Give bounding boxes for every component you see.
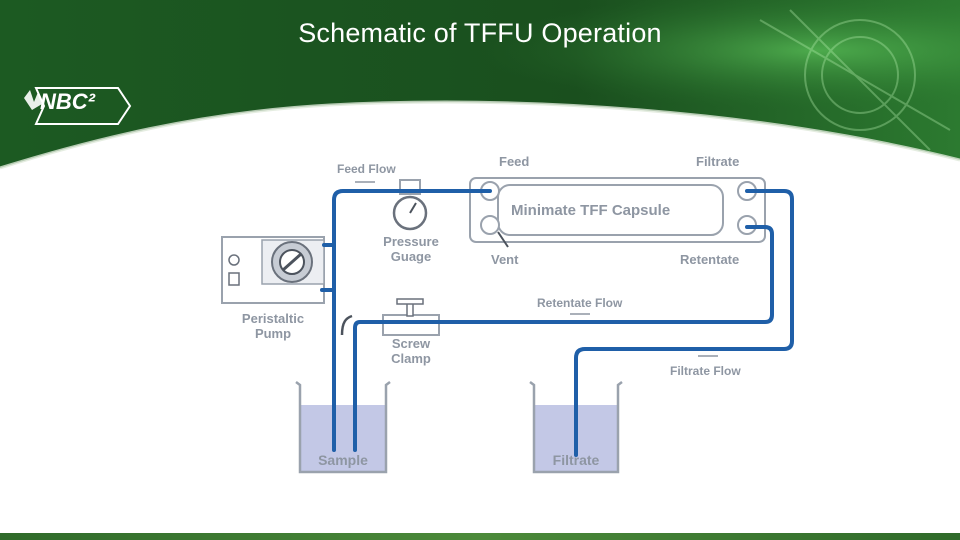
- slide-header-banner: [0, 0, 960, 175]
- pump-label-line2: Pump: [255, 326, 291, 341]
- screw-clamp: [382, 298, 440, 336]
- sample-beaker-label: Sample: [318, 452, 368, 468]
- return-hook: [340, 314, 353, 336]
- footer-bar: [0, 533, 960, 540]
- capsule-label: Minimate TFF Capsule: [511, 202, 670, 219]
- pressure-gauge-label-line1: Pressure: [383, 234, 439, 249]
- feed-label: Feed: [499, 154, 529, 169]
- filtrate-flow-label: Filtrate Flow: [670, 364, 741, 378]
- vent-label: Vent: [491, 252, 519, 267]
- feed-tube: [332, 189, 492, 452]
- peristaltic-pump: [221, 236, 325, 304]
- slide-title: Schematic of TFFU Operation: [298, 18, 662, 48]
- header-background: [0, 0, 960, 170]
- screw-clamp-label-line1: Screw: [392, 336, 431, 351]
- tff-capsule: [469, 177, 766, 243]
- feed-flow-label: Feed Flow: [337, 162, 396, 176]
- nbc2-logo: [24, 87, 132, 125]
- pressure-gauge-label-line2: Guage: [391, 249, 431, 264]
- vent-port: [480, 215, 500, 235]
- retentate-port-label: Retentate: [680, 252, 739, 267]
- filtrate-port-label: Filtrate: [696, 154, 739, 169]
- screw-clamp-label-line2: Clamp: [391, 351, 431, 366]
- retentate-tube: [353, 225, 774, 452]
- filtrate-beaker-label: Filtrate: [553, 452, 600, 468]
- pressure-gauge: [392, 179, 428, 231]
- logo-text: NBC²: [40, 89, 95, 114]
- sample-beaker: [295, 381, 391, 474]
- retentate-flow-label: Retentate Flow: [537, 296, 623, 310]
- filtrate-tube: [574, 189, 794, 457]
- pump-label-line1: Peristaltic: [242, 311, 304, 326]
- vent-line: [497, 231, 509, 248]
